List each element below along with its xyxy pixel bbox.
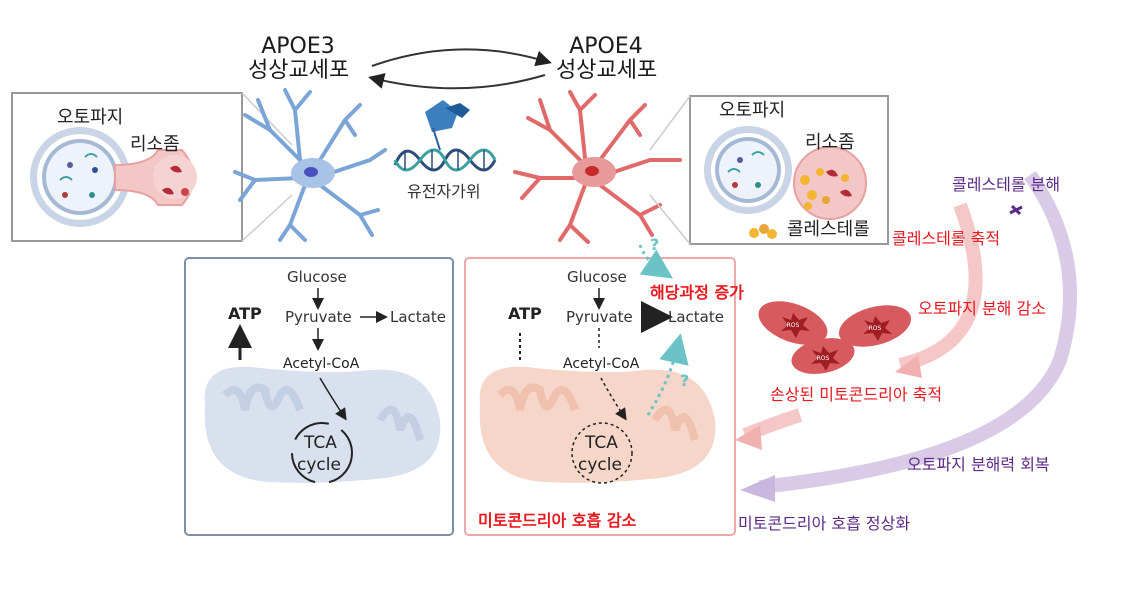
left-tca: TCA [304, 433, 337, 453]
glycolysis-up: 해당과정 증가 [650, 283, 744, 302]
apoe4-line1: APOE4 [569, 34, 643, 59]
apoe4-title: APOE4 성상교세포 [556, 34, 658, 84]
damaged-mitochondria [758, 301, 912, 374]
apoe3-line1: APOE3 [261, 34, 335, 59]
left-lactate: Lactate [390, 308, 446, 326]
exchange-arrow-top [371, 48, 552, 67]
apoe4-line2: 성상교세포 [556, 58, 658, 84]
right-cycle: cycle [578, 455, 622, 475]
damaged-mito-label: 손상된 미토콘드리아 축적 [770, 385, 943, 404]
chol-accum: 콜레스테롤 축적 [892, 229, 1001, 248]
left-acetyl: Acetyl-CoA [283, 356, 360, 372]
lavender-arrow [759, 170, 1077, 494]
question-2: ? [680, 371, 690, 390]
crispr-label: 유전자가위 [407, 182, 481, 201]
left-cycle: cycle [297, 455, 341, 475]
inset-left-autophagy: 오토파지 [57, 107, 124, 128]
pink-arrow [898, 202, 983, 372]
ros-label: ROS [817, 355, 830, 362]
resp-normal: 미토콘드리아 호흡 정상화 [738, 514, 911, 533]
exchange-arrow-bottom [368, 73, 546, 90]
astrocyte-apoe3 [233, 88, 387, 242]
mito-left [204, 366, 441, 483]
ros-label: ROS [787, 322, 800, 329]
autophagosome-left [30, 127, 197, 227]
inset-left-lysosome: 리소좀 [130, 134, 180, 155]
right-glucose: Glucose [567, 268, 627, 286]
right-lactate: Lactate [668, 308, 724, 326]
apoe3-line2: 성상교세포 [248, 58, 350, 84]
right-atp: ATP [508, 304, 542, 323]
inset-right-lysosome: 리소좀 [805, 132, 855, 153]
left-atp: ATP [228, 304, 262, 323]
crispr-icon [393, 100, 497, 172]
right-tca: TCA [585, 433, 618, 453]
left-glucose: Glucose [287, 268, 347, 286]
mito-right [479, 366, 716, 483]
question-1: ? [650, 235, 660, 254]
astrocyte-apoe4 [513, 90, 682, 244]
chol-degrade: 콜레스테롤 분해 [952, 175, 1061, 194]
resp-down: 미토콘드리아 호흡 감소 [478, 511, 637, 530]
right-acetyl: Acetyl-CoA [563, 356, 640, 372]
inset-right-autophagy: 오토파지 [719, 100, 786, 121]
autophagy-down: 오토파지 분해 감소 [918, 299, 1046, 318]
right-pyruvate: Pyruvate [566, 308, 633, 326]
autophagy-restore: 오토파지 분해력 회복 [907, 455, 1050, 474]
autophagosome-right [704, 126, 867, 239]
inset-right-cholesterol: 콜레스테롤 [787, 219, 870, 240]
apoe3-title: APOE3 성상교세포 [248, 34, 350, 84]
ros-label: ROS [869, 325, 882, 332]
left-pyruvate: Pyruvate [285, 308, 352, 326]
